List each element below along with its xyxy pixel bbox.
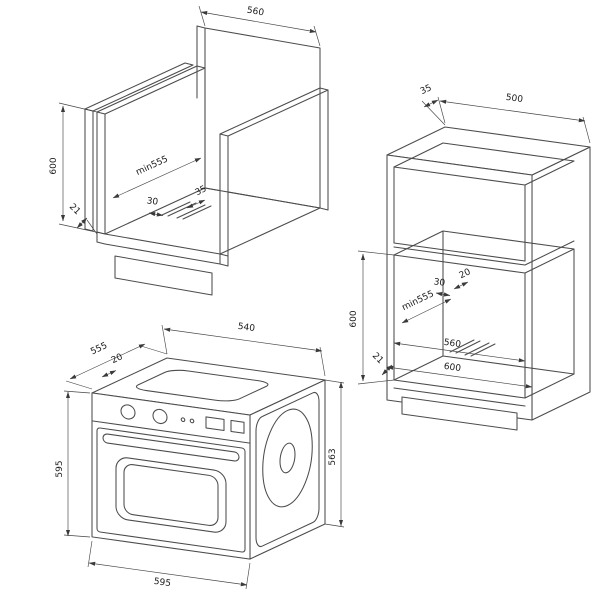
base-cabinet-drawing: 560 600 min555 30 35 21 <box>49 5 329 296</box>
control-knob-left <box>120 404 136 420</box>
tall-cabinet-geometry <box>386 126 591 431</box>
dim-label-inner-width: 560 <box>443 338 462 350</box>
dim-label-rail-inset: 30 <box>433 277 446 289</box>
door-window-inner <box>123 464 219 526</box>
dim-label-niche-height: 600 <box>349 310 359 327</box>
oven-dimension-lines <box>63 324 345 590</box>
dim-label-rail-width: 20 <box>458 267 473 281</box>
indicator-light <box>189 418 195 424</box>
dim-label-body-width: 540 <box>237 322 256 334</box>
dim-label-niche-height: 600 <box>49 157 59 174</box>
dim-label-front-lip: 20 <box>110 352 125 366</box>
oven-door <box>96 427 246 553</box>
door-handle <box>102 433 240 462</box>
dim-label-niche-width: 560 <box>246 6 265 19</box>
dim-label-front-width: 595 <box>153 577 171 589</box>
dim-label-rail-width: 35 <box>194 184 209 198</box>
oven-geometry <box>92 358 325 559</box>
display-window <box>205 416 225 431</box>
dim-label-front-height: 595 <box>55 460 65 477</box>
oven-top-inset <box>131 369 274 403</box>
dim-label-bottom-gap: 21 <box>67 202 82 217</box>
fan-cover-circle <box>263 399 313 517</box>
dim-label-body-depth: 555 <box>89 341 109 357</box>
oven-front-face <box>91 392 251 560</box>
dim-label-body-height: 563 <box>328 448 338 465</box>
door-window-outer <box>115 457 227 533</box>
dim-label-top-lip: 35 <box>419 83 434 97</box>
oven-side-panel <box>256 390 319 549</box>
timer-button-block <box>230 419 245 434</box>
dim-label-outer-width: 600 <box>443 362 462 374</box>
dim-label-rail-inset: 30 <box>146 196 159 208</box>
indicator-light <box>180 417 186 423</box>
oven-drawing: 540 555 20 595 563 595 <box>50 295 350 595</box>
base-cabinet-geometry <box>84 25 329 296</box>
fan-hub-circle <box>280 440 295 476</box>
dim-label-bottom-gap: 21 <box>370 351 385 366</box>
tall-cabinet-dimension-lines <box>357 96 591 418</box>
dim-label-top-depth: 500 <box>505 93 524 105</box>
tall-cabinet-drawing: 35 500 600 min555 30 20 560 600 21 <box>349 83 591 431</box>
base-cabinet-dimension-lines <box>58 5 321 235</box>
control-knob-right <box>152 408 168 425</box>
